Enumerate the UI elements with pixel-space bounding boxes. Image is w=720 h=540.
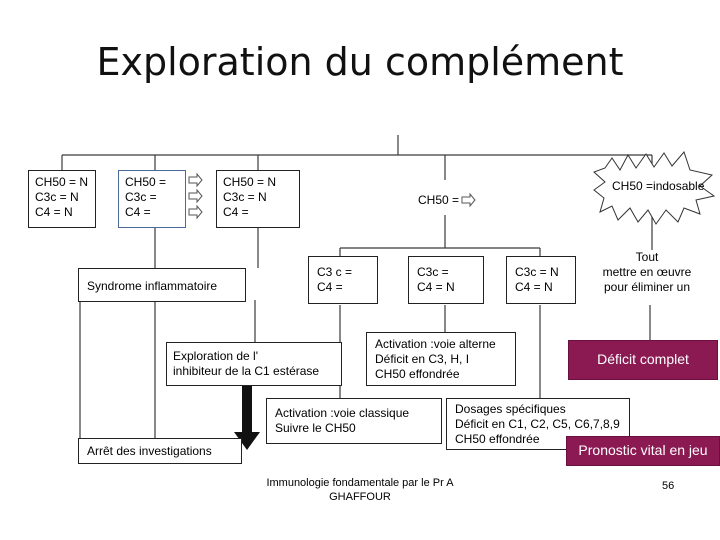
node-c4-decreased: CH50 = N C3c = N C4 = [216, 170, 300, 228]
node-tout-line-3: pour éliminer un [603, 280, 691, 294]
node-c4-decreased-line-1: CH50 = N [223, 175, 277, 189]
node-voie-classique: Activation :voie classique Suivre le CH5… [266, 398, 442, 444]
node-c3-c4-decreased: C3 c = C4 = [308, 256, 378, 304]
node-ch50-indosable: CH50 =indosable [612, 179, 705, 193]
node-pronostic-label: Pronostic vital en jeu [578, 442, 708, 458]
node-voie-alterne-line-3: CH50 effondrée [375, 367, 460, 381]
node-c3-decreased-c4-normal-line-1: C3c = [417, 265, 449, 279]
node-all-normal-line-2: C3c = N [35, 190, 79, 204]
node-arret-label: Arrêt des investigations [87, 444, 212, 458]
node-syndrome-label: Syndrome inflammatoire [87, 279, 218, 293]
node-all-decreased-line-3: C4 = [125, 205, 151, 219]
node-c3-c4-normal: C3c = N C4 = N [506, 256, 576, 304]
node-dosages-line-3: CH50 effondrée [455, 432, 540, 446]
footer-credit: Immunologie fondamentale par le Pr A GHA… [255, 476, 465, 504]
footer-line-2: GHAFFOUR [329, 491, 391, 503]
node-c3-c4-decreased-line-1: C3 c = [317, 265, 353, 279]
node-tout-line-1: Tout [635, 250, 659, 264]
node-c3-decreased-c4-normal-line-2: C4 = N [417, 280, 455, 294]
slide-title: Exploration du complément [96, 40, 624, 84]
node-exploration-line-1: Exploration de l' [173, 349, 259, 363]
node-arret-investigations: Arrêt des investigations [78, 438, 242, 464]
node-all-decreased: CH50 = C3c = C4 = [118, 170, 186, 228]
node-c3-c4-normal-line-2: C4 = N [515, 280, 553, 294]
node-c3-decreased-c4-normal: C3c = C4 = N [408, 256, 484, 304]
node-voie-classique-line-2: Suivre le CH50 [275, 421, 356, 435]
node-all-decreased-line-1: CH50 = [125, 175, 167, 189]
node-c4-decreased-line-2: C3c = N [223, 190, 267, 204]
node-exploration-inhibiteur: Exploration de l' inhibiteur de la C1 es… [166, 342, 342, 386]
node-tout-mettre-en-oeuvre: Tout mettre en œuvre pour éliminer un [592, 250, 702, 295]
node-voie-alterne-line-1: Activation :voie alterne [375, 337, 496, 351]
node-c3-c4-decreased-line-2: C4 = [317, 280, 343, 294]
node-voie-classique-line-1: Activation :voie classique [275, 406, 410, 420]
node-all-normal-line-3: C4 = N [35, 205, 73, 219]
node-voie-alterne-line-2: Déficit en C3, H, I [375, 352, 470, 366]
node-all-decreased-line-2: C3c = [125, 190, 157, 204]
node-c3-c4-normal-line-1: C3c = N [515, 265, 559, 279]
node-all-normal: CH50 = N C3c = N C4 = N [28, 170, 96, 228]
node-dosages-line-1: Dosages spécifiques [455, 402, 566, 416]
node-voie-alterne: Activation :voie alterne Déficit en C3, … [366, 332, 516, 386]
node-pronostic-vital: Pronostic vital en jeu [566, 436, 720, 466]
node-ch50-decreased: CH50 = [418, 193, 460, 207]
footer-line-1: Immunologie fondamentale par le Pr A [266, 477, 454, 489]
node-deficit-complet-label: Déficit complet [597, 351, 689, 367]
node-exploration-line-2: inhibiteur de la C1 estérase [173, 364, 320, 378]
page-number: 56 [662, 480, 675, 492]
node-dosages-line-2: Déficit en C1, C2, C5, C6,7,8,9 [455, 417, 620, 431]
node-syndrome-inflammatoire: Syndrome inflammatoire [78, 268, 246, 302]
node-c4-decreased-line-3: C4 = [223, 205, 249, 219]
node-deficit-complet: Déficit complet [568, 340, 718, 380]
node-tout-line-2: mettre en œuvre [602, 265, 692, 279]
node-all-normal-line-1: CH50 = N [35, 175, 89, 189]
